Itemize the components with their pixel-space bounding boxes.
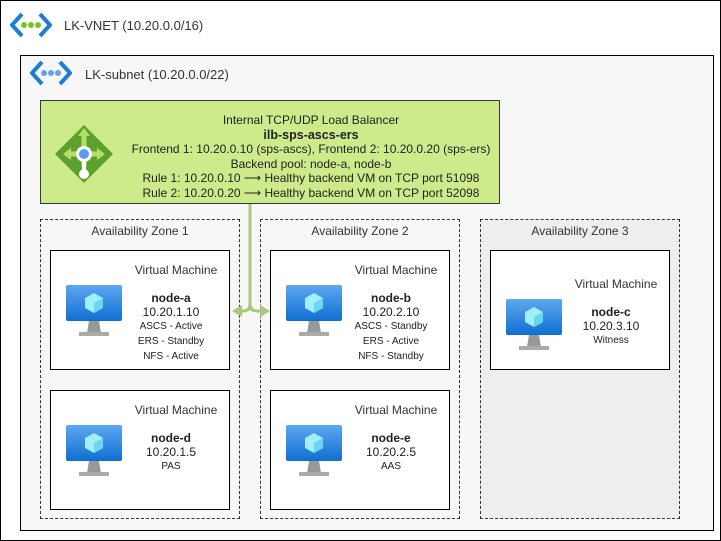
- availability-zone-2: Availability Zone 2: [260, 219, 460, 519]
- vm-role: PAS: [161, 461, 181, 472]
- vm-role: NFS - Active: [143, 351, 199, 362]
- zone-label: Availability Zone 2: [311, 224, 409, 238]
- lb-name: ilb-sps-ascs-ers: [263, 127, 359, 142]
- load-balancer-icon: [55, 125, 113, 183]
- virtual-machine-icon: [66, 285, 122, 336]
- vm-name: node-b: [371, 291, 411, 305]
- vnet-label: LK-VNET (10.20.0.0/16): [64, 18, 204, 33]
- vm-name: node-c: [591, 305, 631, 319]
- vm-type-label: Virtual Machine: [134, 263, 218, 277]
- vm-name: node-a: [151, 291, 191, 305]
- vm-role: ERS - Standby: [137, 336, 205, 347]
- vm-ip: 10.20.1.10: [142, 305, 200, 319]
- subnet-label: LK-subnet (10.20.0.0/22): [85, 67, 229, 82]
- virtual-machine-icon: [506, 299, 562, 350]
- lb-backend-pool: Backend pool: node-a, node-b: [230, 156, 392, 171]
- lb-rule-1: Rule 1: 10.20.0.10 ⟶ Healthy backend VM …: [142, 171, 480, 185]
- vm-role: ASCS - Active: [139, 321, 203, 332]
- vm-type-label: Virtual Machine: [574, 277, 658, 291]
- load-balancer-text: Internal TCP/UDP Load Balancer ilb-sps-a…: [131, 113, 491, 200]
- virtual-machine-icon: [66, 425, 122, 476]
- vm-name: node-e: [371, 431, 411, 445]
- vm-type-label: Virtual Machine: [134, 403, 218, 417]
- virtual-machine-icon: [286, 285, 342, 336]
- lb-frontends: Frontend 1: 10.20.0.10 (sps-ascs), Front…: [131, 142, 491, 156]
- vm-ip: 10.20.1.5: [145, 445, 197, 459]
- vm-role: Witness: [593, 335, 629, 346]
- zone-label: Availability Zone 3: [531, 224, 629, 238]
- vm-type-label: Virtual Machine: [354, 403, 438, 417]
- availability-zone-1: Availability Zone 1: [40, 219, 240, 519]
- vm-ip: 10.20.3.10: [582, 319, 640, 333]
- lb-type: Internal TCP/UDP Load Balancer: [222, 113, 400, 127]
- lb-connector: [232, 204, 270, 317]
- vm-ip: 10.20.2.5: [365, 445, 417, 459]
- zone-label: Availability Zone 1: [91, 224, 189, 238]
- vnet-icon: [10, 12, 52, 38]
- lb-rule-2: Rule 2: 10.20.0.20 ⟶ Healthy backend VM …: [142, 185, 480, 200]
- vm-role: ERS - Active: [362, 336, 420, 347]
- vm-type-label: Virtual Machine: [354, 263, 438, 277]
- vm-role: AAS: [380, 461, 401, 472]
- virtual-machine-icon: [286, 425, 342, 476]
- vm-role: ASCS - Standby: [354, 321, 428, 332]
- subnet-icon: [30, 60, 72, 86]
- vm-ip: 10.20.2.10: [362, 305, 420, 319]
- vm-name: node-d: [151, 431, 191, 445]
- load-balancer[interactable]: Internal TCP/UDP Load Balancer ilb-sps-a…: [40, 100, 500, 204]
- vm-role: NFS - Standby: [358, 351, 424, 362]
